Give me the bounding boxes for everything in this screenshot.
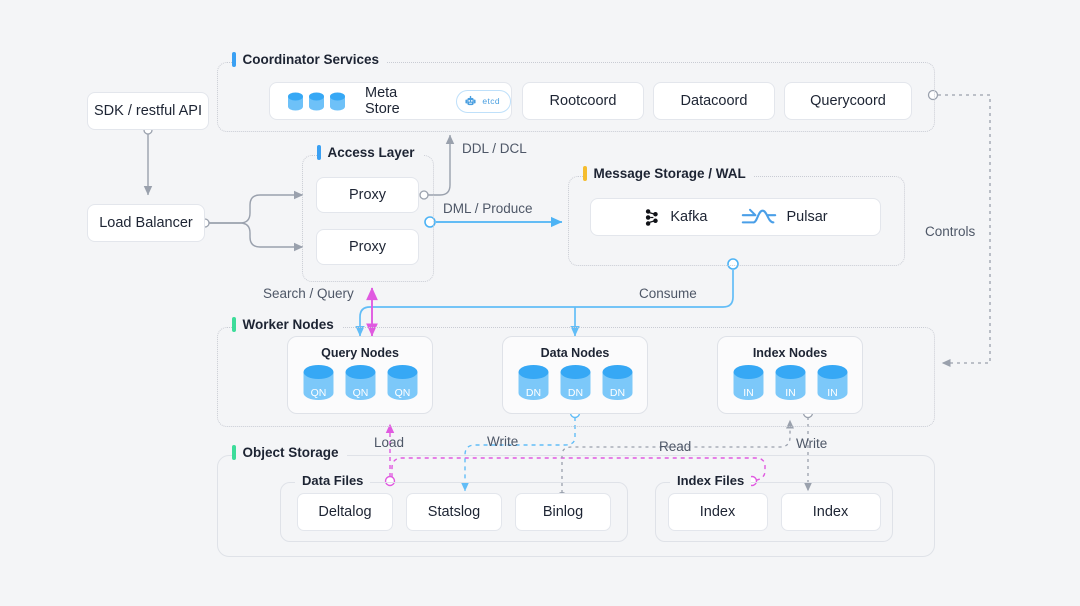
deltalog-label: Deltalog [318,504,372,520]
object-storage-accent-bar [232,445,236,460]
object-storage-title: Object Storage [232,445,347,460]
message-storage-group: Message Storage / WAL [568,166,905,266]
edge-label-search-query: Search / Query [263,286,354,301]
index-nodes-pool[interactable]: Index Nodes IN IN IN [717,336,863,414]
svg-text:IN: IN [785,387,796,399]
meta-store-label: Meta Store [365,85,400,117]
pulsar-entry[interactable]: Pulsar [741,206,828,228]
object-storage-group: Object Storage [217,445,935,557]
edge-label-consume: Consume [639,286,697,301]
database-cylinder-icon [309,92,324,110]
message-storage-title: Message Storage / WAL [583,166,754,181]
index-node-cylinder-icon: IN [775,365,805,400]
proxy-label-1: Proxy [348,187,387,203]
pulsar-label: Pulsar [786,209,828,225]
sdk-restful-api-card[interactable]: SDK / restful API [87,92,209,130]
binlog-card[interactable]: Binlog [515,493,611,531]
edge-label-write-index: Write [796,436,828,451]
svg-text:IN: IN [827,387,838,399]
edge-label-read: Read [659,439,692,454]
data-node-cylinder-icon: DN [602,365,632,400]
database-cylinder-icon [330,92,345,110]
access-layer-group: Access Layer [302,145,434,282]
index-card-2[interactable]: Index [780,493,881,531]
svg-text:DN: DN [567,387,582,399]
load-balancer-card[interactable]: Load Balancer [87,204,205,242]
worker-nodes-group: Worker Nodes [217,317,935,427]
coordinator-services-title: Coordinator Services [232,52,388,67]
edge-label-load: Load [374,435,405,450]
index-label-1: Index [699,504,736,520]
index-node-cylinder-icon: IN [817,365,847,400]
svg-text:DN: DN [609,387,624,399]
edge-label-controls: Controls [925,224,976,239]
data-nodes-pool[interactable]: Data Nodes DN DN DN [502,336,648,414]
query-nodes-row: QN QN QN [288,364,432,402]
query-node-cylinder-icon: QN [303,365,333,400]
load-balancer-label: Load Balancer [99,215,193,231]
querycoord-card[interactable]: Querycoord [784,82,912,120]
edge-label-write-data: Write [487,434,519,449]
rootcoord-label: Rootcoord [549,93,617,109]
proxy-card-1[interactable]: Proxy [316,177,419,213]
svg-text:QN: QN [394,387,410,399]
binlog-label: Binlog [542,504,584,520]
worker-nodes-accent-bar [232,317,236,332]
sdk-restful-api-label: SDK / restful API [94,103,202,119]
query-nodes-pool[interactable]: Query Nodes QN QN QN [287,336,433,414]
etcd-badge[interactable]: etcd [456,89,511,113]
svg-text:DN: DN [525,387,540,399]
data-files-row: Deltalog Statslog Binlog [281,483,627,541]
index-files-group: Index Files Index Index [655,474,893,542]
worker-nodes-title: Worker Nodes [232,317,342,332]
kafka-label: Kafka [670,209,708,225]
data-nodes-row: DN DN DN [503,364,647,402]
data-node-cylinder-icon: DN [518,365,548,400]
index-nodes-row: IN IN IN [718,364,862,402]
query-nodes-title: Query Nodes [321,346,399,360]
proxy-label-2: Proxy [348,239,387,255]
rootcoord-card[interactable]: Rootcoord [522,82,644,120]
querycoord-label: Querycoord [810,93,886,109]
query-node-cylinder-icon: QN [387,365,417,400]
index-files-title: Index Files [670,474,752,487]
index-label-2: Index [812,504,849,520]
coordinator-services-group: Coordinator Services [217,52,935,132]
pulsar-icon [742,208,777,224]
deltalog-card[interactable]: Deltalog [297,493,393,531]
svg-text:QN: QN [310,387,326,399]
data-files-title: Data Files [295,474,371,487]
access-layer-title: Access Layer [317,145,423,160]
query-node-cylinder-icon: QN [345,365,375,400]
datacoord-label: Datacoord [680,93,748,109]
message-brokers-card[interactable]: Kafka Pulsar [590,198,881,236]
proxy-card-2[interactable]: Proxy [316,229,419,265]
coordinator-accent-bar [232,52,236,67]
index-node-cylinder-icon: IN [733,365,763,400]
meta-store-cylinders [287,92,346,111]
database-cylinder-icon [288,92,303,110]
meta-store-card[interactable]: Meta Store etcd [269,82,512,120]
data-node-cylinder-icon: DN [560,365,590,400]
statslog-label: Statslog [427,504,481,520]
index-nodes-title: Index Nodes [752,346,828,360]
access-layer-accent-bar [317,145,321,160]
svg-text:QN: QN [352,387,368,399]
data-nodes-title: Data Nodes [540,346,610,360]
datacoord-card[interactable]: Datacoord [653,82,775,120]
message-storage-accent-bar [583,166,587,181]
index-files-row: Index Index [656,483,892,541]
edge-label-dml-produce: DML / Produce [443,201,533,216]
statslog-card[interactable]: Statslog [406,493,502,531]
kafka-icon [646,208,659,226]
index-card-1[interactable]: Index [667,493,768,531]
kafka-entry[interactable]: Kafka [643,208,707,227]
etcd-icon [465,95,476,105]
data-files-group: Data Files Deltalog Statslog Binlog [280,474,628,542]
etcd-label: etcd [482,96,500,106]
svg-text:IN: IN [743,387,754,399]
edge-label-ddl-dcl: DDL / DCL [462,141,527,156]
